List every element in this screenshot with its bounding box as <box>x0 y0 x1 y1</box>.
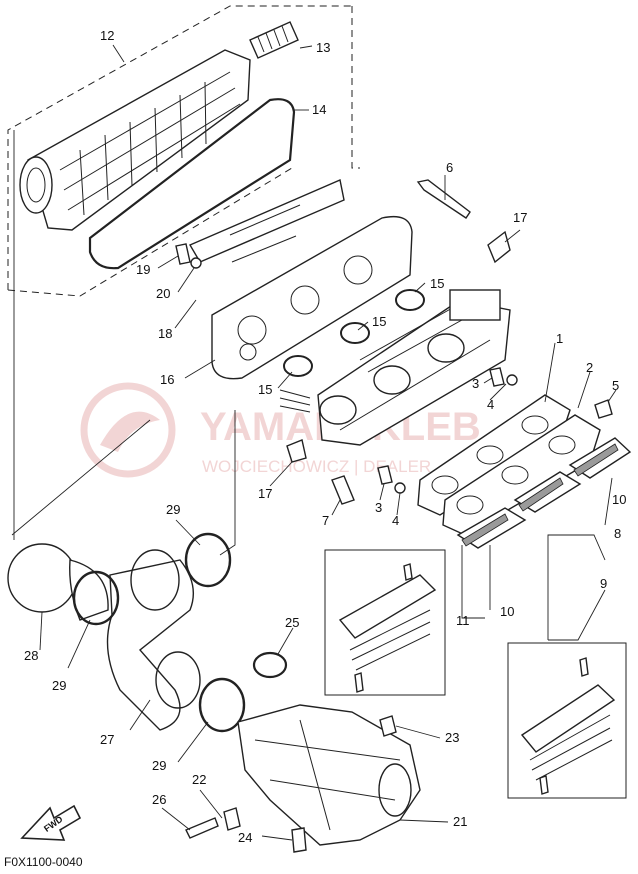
washer-4-lower <box>394 482 406 494</box>
flame-arrestor-28 <box>7 543 77 613</box>
callout-4-lower: 4 <box>392 513 399 528</box>
washer-20 <box>190 257 202 269</box>
callout-2: 2 <box>586 360 593 375</box>
throttle-body-assembly <box>279 289 511 446</box>
reed-valve-detail-11 <box>338 563 437 693</box>
callout-7: 7 <box>322 513 329 528</box>
callout-labels: 1 2 3 3 4 4 5 6 7 8 9 10 10 11 12 13 14 … <box>24 28 626 845</box>
callout-19: 19 <box>136 262 150 277</box>
callout-21: 21 <box>453 814 467 829</box>
callout-10-right: 10 <box>612 492 626 507</box>
callout-1: 1 <box>556 331 563 346</box>
detail-box-reed-valve-9 <box>507 642 627 799</box>
callout-29-upper: 29 <box>166 502 180 517</box>
fasteners <box>175 179 613 505</box>
nut-5 <box>594 399 613 419</box>
callout-25: 25 <box>285 615 299 630</box>
bolt-6 <box>416 179 471 219</box>
diagram-code: F0X1100-0040 <box>4 855 83 869</box>
callout-8: 8 <box>614 526 621 541</box>
plug-22 <box>223 807 241 831</box>
plug-17-lower <box>286 439 307 463</box>
washer-4-upper <box>506 374 518 386</box>
detail-box-reed-valve-11 <box>324 549 446 696</box>
leader-lines <box>11 44 617 841</box>
bolt-26 <box>185 817 219 839</box>
callout-4-upper: 4 <box>487 397 494 412</box>
callout-6: 6 <box>446 160 453 175</box>
callout-15-top: 15 <box>430 276 444 291</box>
callout-12: 12 <box>100 28 114 43</box>
callout-13: 13 <box>316 40 330 55</box>
callout-17-lower: 17 <box>258 486 272 501</box>
callout-3-lower: 3 <box>375 500 382 515</box>
bolt-3-lower <box>377 465 393 485</box>
callout-17-upper: 17 <box>513 210 527 225</box>
callout-14: 14 <box>312 102 326 117</box>
watermark-subtitle: WOJCIECHOWICZ | DEALER <box>202 457 431 476</box>
callout-15-mid: 15 <box>372 314 386 329</box>
callout-23: 23 <box>445 730 459 745</box>
air-box-base <box>188 179 413 380</box>
callout-16: 16 <box>160 372 174 387</box>
forward-arrow: FWD <box>20 804 82 841</box>
callout-9: 9 <box>600 576 607 591</box>
bolt-3-upper <box>489 367 505 387</box>
plug-24 <box>291 827 307 853</box>
screw-19 <box>175 243 191 265</box>
reed-valve-blocks <box>456 437 632 549</box>
callout-29-left: 29 <box>52 678 66 693</box>
air-box-dashed-outline <box>7 5 360 297</box>
callout-11: 11 <box>456 613 470 628</box>
callout-3-upper: 3 <box>472 376 479 391</box>
callout-29-lower: 29 <box>152 758 166 773</box>
sponge-element <box>249 21 299 59</box>
plug-17-upper <box>487 230 511 264</box>
hose-clamp-25 <box>252 651 288 679</box>
air-box-cover <box>19 49 251 231</box>
callout-20: 20 <box>156 286 170 301</box>
o-rings <box>283 289 425 377</box>
callout-27: 27 <box>100 732 114 747</box>
callout-5: 5 <box>612 378 619 393</box>
callout-15-low: 15 <box>258 382 272 397</box>
bolt-7 <box>331 475 355 505</box>
air-box-gasket <box>88 98 296 270</box>
callout-24: 24 <box>238 830 252 845</box>
bolt-23 <box>379 715 397 737</box>
intake-boot <box>7 532 246 733</box>
callout-18: 18 <box>158 326 172 341</box>
callout-10-left: 10 <box>500 604 514 619</box>
reed-valve-detail-9 <box>520 657 616 795</box>
callout-26: 26 <box>152 792 166 807</box>
callout-28: 28 <box>24 648 38 663</box>
air-intake-housing <box>185 704 421 853</box>
callout-22: 22 <box>192 772 206 787</box>
